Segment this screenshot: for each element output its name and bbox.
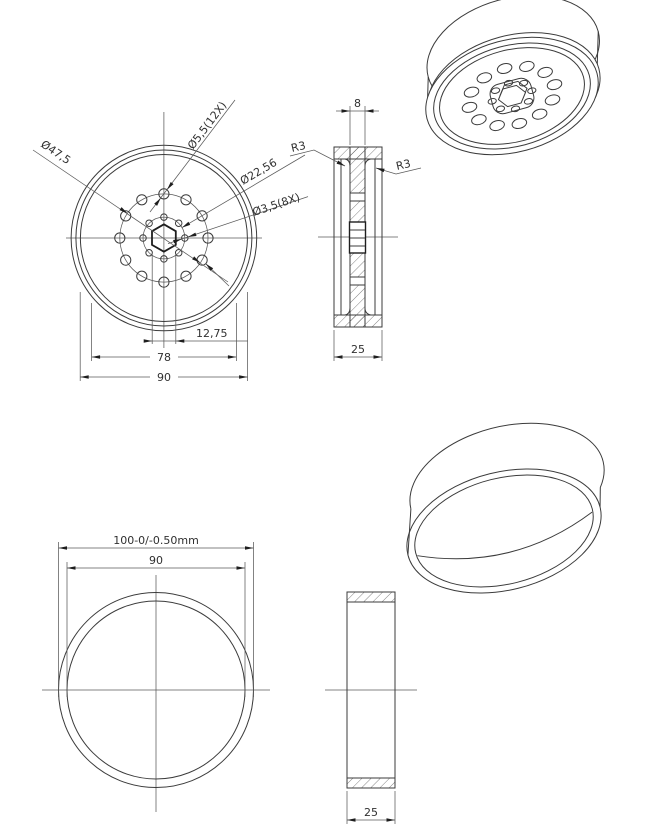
dim-section-width-label: 25 (351, 343, 365, 356)
dim-section-width: 25 (333, 330, 383, 361)
dim-bolt-circle-label: Ø47,5 (38, 138, 73, 167)
dim-tire-inner: 90 (66, 554, 246, 697)
tire-iso-back-arc (409, 422, 605, 509)
tire-section-top-wall (346, 591, 396, 603)
tire-iso-front-outer (406, 468, 602, 594)
dim-hex-width: 12,75 (143, 253, 248, 344)
dim-hub-width-label: 8 (354, 97, 361, 110)
dim-tire-outer: 100-0/-0.50mm (58, 534, 254, 697)
dim-hex-width-label: 12,75 (196, 327, 228, 340)
tire-section-view: 25 (325, 591, 417, 824)
dim-mid-width-label: 78 (157, 351, 171, 364)
hub-iso-hex-boss (489, 77, 535, 115)
outer-hole-pattern (114, 188, 214, 288)
dim-hub-width: 8 (336, 97, 379, 145)
tire-section-bottom-wall (346, 777, 396, 789)
upper-hole-section (349, 192, 366, 202)
hex-bore-section (348, 221, 367, 254)
fillet-right-label: R3 (395, 157, 412, 173)
fillet-callout-right: R3 (375, 157, 422, 175)
fillet-bottom-left (344, 307, 351, 316)
top-flange (333, 146, 383, 160)
hub-isometric-view (425, 0, 601, 156)
fillet-bottom-right (364, 307, 372, 316)
hub-iso-inner-holes (487, 79, 537, 113)
dim-tire-width: 25 (346, 791, 396, 824)
dim-mid-width: 78 (91, 303, 237, 364)
hub-section-view: 8 R3 R3 25 (290, 97, 422, 361)
dim-outer-holes-leader: Ø5,5(12X) (149, 99, 236, 213)
dim-tire-outer-label: 100-0/-0.50mm (113, 534, 199, 547)
hub-front-view: Ø47,5 Ø5,5(12X) Ø22,56 Ø3,5(8X) (32, 99, 309, 384)
dim-tire-width-label: 25 (364, 806, 378, 819)
fillet-callout-left: R3 (290, 139, 346, 167)
hub-rim-circle (75, 149, 253, 327)
hub-iso-outer-holes (461, 60, 563, 132)
tire-iso-front-inner (414, 474, 594, 588)
dim-outer-width-label: 90 (157, 371, 171, 384)
dim-tire-inner-label: 90 (149, 554, 163, 567)
dim-inner-holes-label: Ø3,5(8X) (251, 191, 302, 219)
hub-outer-circle (70, 144, 258, 332)
dim-outer-width: 90 (79, 292, 248, 384)
fillet-top-left (344, 158, 351, 167)
inner-hole-pattern (139, 213, 189, 263)
tire-isometric-view (406, 422, 605, 594)
tire-iso-inner-wall (417, 511, 593, 560)
hex-bore (151, 223, 177, 253)
fillet-left-label: R3 (290, 139, 307, 155)
tire-front-view: 100-0/-0.50mm 90 (42, 534, 270, 812)
hub-inner-rim-circle (79, 154, 248, 322)
dim-outer-holes-label: Ø5,5(12X) (185, 99, 229, 152)
lower-hole-section (349, 276, 366, 286)
hole-pointer-leader (205, 263, 230, 287)
bottom-flange (333, 314, 383, 328)
fillet-top-right (364, 158, 372, 167)
